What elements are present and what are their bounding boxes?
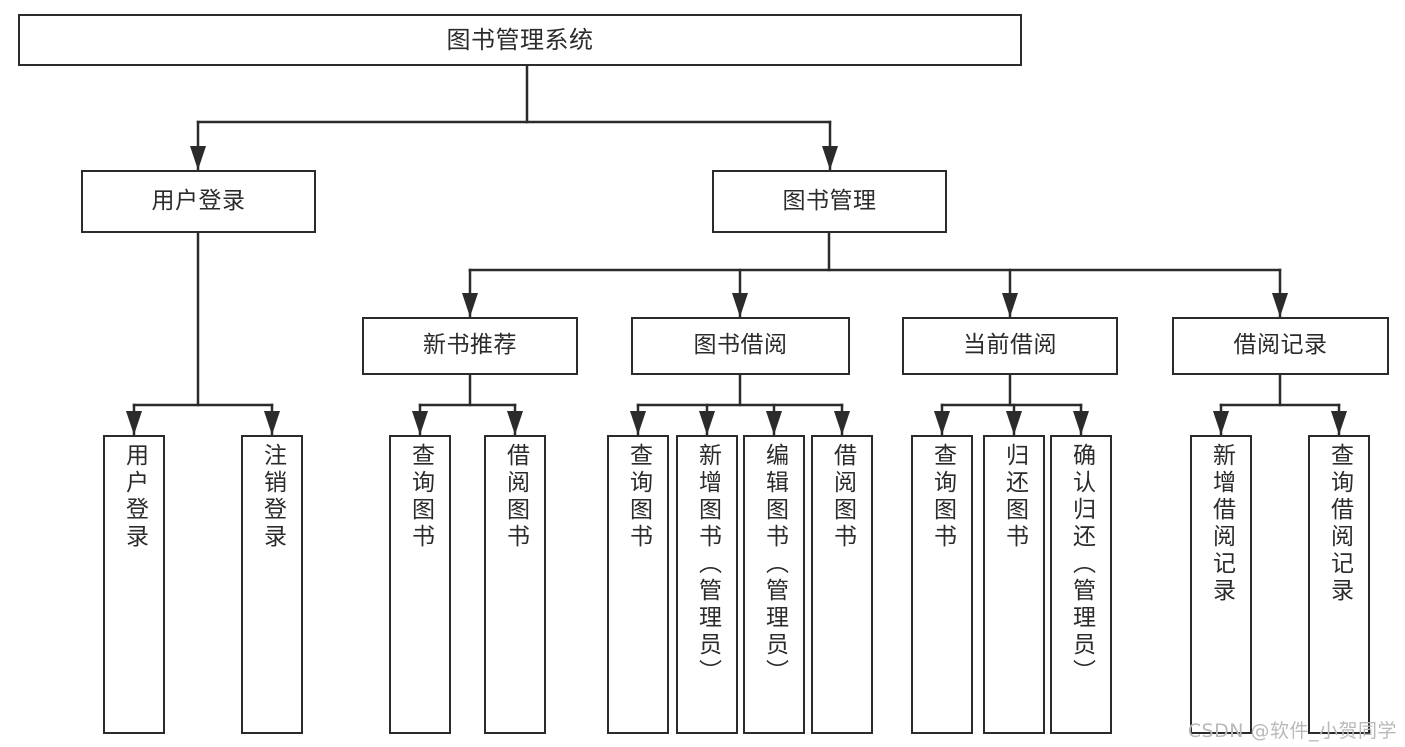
node-label: 借阅图书 [502, 443, 529, 551]
node-borrow-record[interactable]: 借阅记录 [1172, 317, 1389, 375]
node-leaf-confirm-return[interactable]: 确认归还（管理员） [1050, 435, 1112, 734]
node-label: 注销登录 [259, 443, 286, 551]
node-label: 查询图书 [929, 443, 956, 551]
arrowhead-icon [507, 411, 523, 435]
node-leaf-query-book-3[interactable]: 查询图书 [911, 435, 973, 734]
node-label: 用户登录 [151, 187, 246, 214]
watermark-label: CSDN @软件_小贺同学 [1187, 720, 1397, 742]
node-label: 查询图书 [407, 443, 434, 551]
arrowhead-icon [462, 293, 478, 317]
node-label: 图书借阅 [693, 332, 788, 359]
node-leaf-user-logout[interactable]: 注销登录 [241, 435, 303, 734]
arrowhead-icon [126, 411, 142, 435]
node-book-manage[interactable]: 图书管理 [712, 170, 947, 233]
node-label: 新增借阅记录 [1208, 443, 1235, 605]
arrowhead-icon [1331, 411, 1347, 435]
node-label: 新增图书（管理员） [694, 443, 721, 686]
node-leaf-user-login[interactable]: 用户登录 [103, 435, 165, 734]
arrowhead-icon [732, 293, 748, 317]
node-current-borrow[interactable]: 当前借阅 [902, 317, 1118, 375]
node-leaf-edit-book[interactable]: 编辑图书（管理员） [743, 435, 805, 734]
arrowhead-icon [699, 411, 715, 435]
arrowhead-icon [1006, 411, 1022, 435]
arrowhead-icon [190, 146, 206, 170]
node-label: 用户登录 [121, 443, 148, 551]
arrowhead-icon [264, 411, 280, 435]
node-root-system[interactable]: 图书管理系统 [18, 14, 1022, 66]
node-leaf-add-record[interactable]: 新增借阅记录 [1190, 435, 1252, 734]
arrowhead-icon [1073, 411, 1089, 435]
node-leaf-query-record[interactable]: 查询借阅记录 [1308, 435, 1370, 734]
arrowhead-icon [630, 411, 646, 435]
arrowhead-icon [1002, 293, 1018, 317]
node-label: 查询图书 [625, 443, 652, 551]
arrowhead-icon [822, 146, 838, 170]
node-user-login[interactable]: 用户登录 [81, 170, 316, 233]
arrowhead-icon [934, 411, 950, 435]
node-leaf-add-book[interactable]: 新增图书（管理员） [676, 435, 738, 734]
node-new-book-recommend[interactable]: 新书推荐 [362, 317, 578, 375]
arrowhead-icon [834, 411, 850, 435]
node-label: 查询借阅记录 [1326, 443, 1353, 605]
node-leaf-borrow-book-2[interactable]: 借阅图书 [811, 435, 873, 734]
node-label: 借阅记录 [1233, 332, 1328, 359]
node-leaf-query-book-2[interactable]: 查询图书 [607, 435, 669, 734]
node-label: 编辑图书（管理员） [761, 443, 788, 686]
arrowhead-icon [412, 411, 428, 435]
node-label: 确认归还（管理员） [1068, 443, 1095, 686]
arrowhead-icon [766, 411, 782, 435]
node-label: 归还图书 [1001, 443, 1028, 551]
node-book-borrow[interactable]: 图书借阅 [631, 317, 850, 375]
node-label: 图书管理系统 [446, 25, 594, 54]
node-leaf-borrow-book-1[interactable]: 借阅图书 [484, 435, 546, 734]
node-label: 借阅图书 [829, 443, 856, 551]
node-label: 图书管理 [782, 187, 877, 214]
node-label: 当前借阅 [963, 332, 1057, 359]
node-leaf-return-book[interactable]: 归还图书 [983, 435, 1045, 734]
node-label: 新书推荐 [423, 332, 517, 359]
arrowhead-icon [1272, 293, 1288, 317]
node-leaf-query-book-1[interactable]: 查询图书 [389, 435, 451, 734]
arrowhead-icon [1213, 411, 1229, 435]
